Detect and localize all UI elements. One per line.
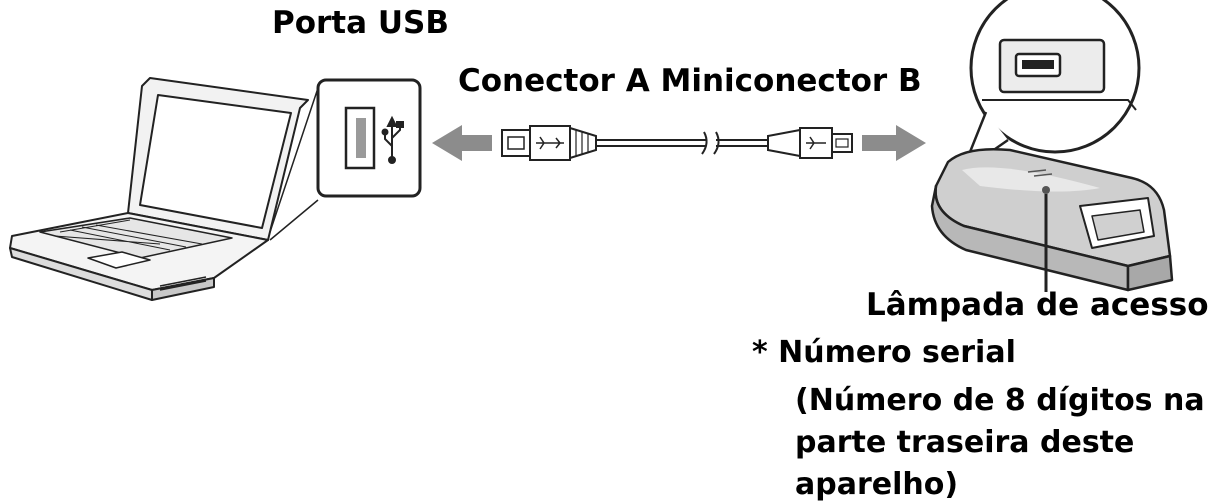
serial-number-note: (Número de 8 dígitos na parte traseira d… (795, 383, 1205, 502)
mini-usb-b-plug-icon (767, 127, 853, 159)
laptop-icon (9, 77, 309, 301)
arrow-left (432, 125, 492, 161)
arrow-right (862, 125, 926, 161)
serial-number-label: * Número serial (752, 335, 1016, 370)
usb-a-plug-icon (501, 125, 597, 161)
zoom-lines (269, 87, 319, 241)
usb-a-port-icon (316, 78, 422, 198)
card-reader-device-icon (930, 147, 1174, 292)
access-lamp-icon (1042, 186, 1050, 292)
access-lamp-label: Lâmpada de acesso (866, 287, 1209, 323)
usb-cable (596, 131, 768, 155)
usb-symbol-icon (381, 115, 404, 164)
usb-port-label: Porta USB (272, 5, 449, 41)
mini-usb-port-icon (969, 0, 1141, 154)
connector-label: Conector A Miniconector B (458, 63, 922, 99)
